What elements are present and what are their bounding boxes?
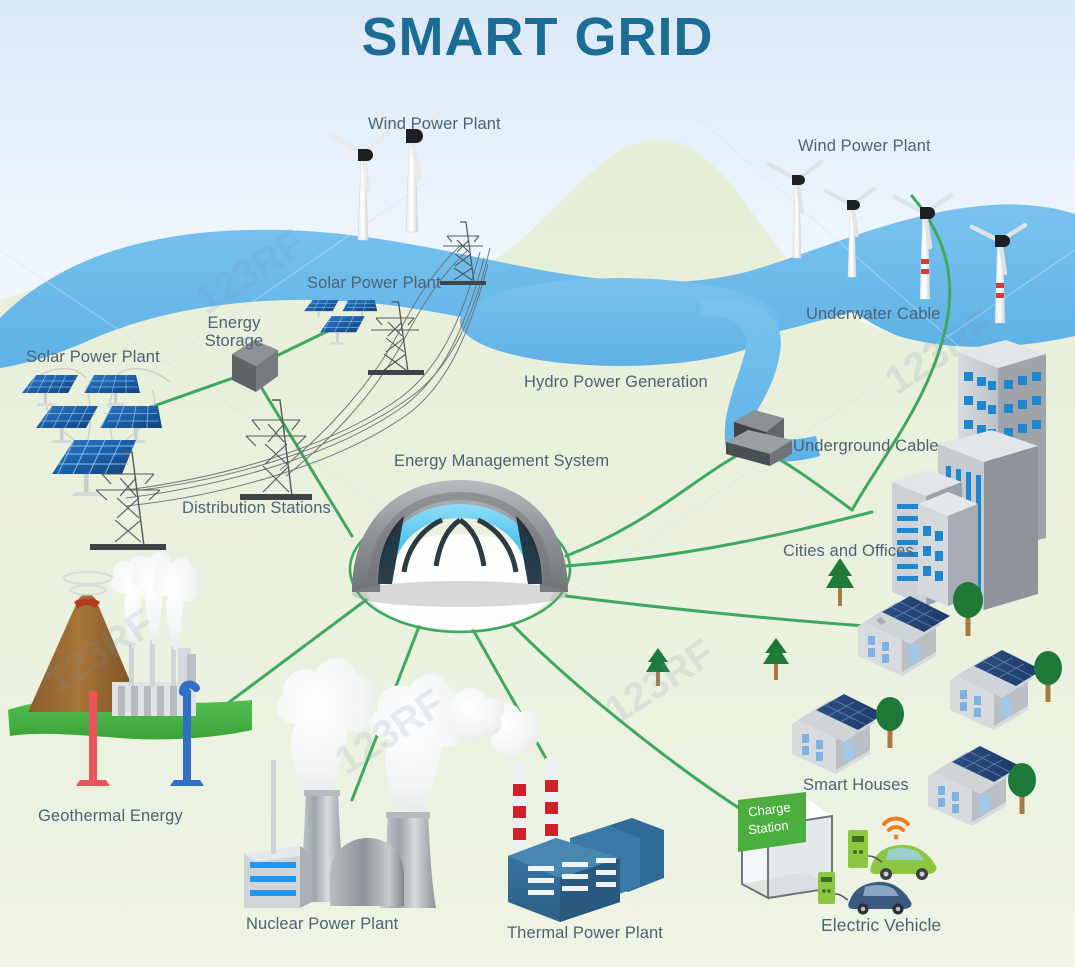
label-wind-power-plant-right: Wind Power Plant xyxy=(798,137,931,155)
tree xyxy=(763,638,789,680)
label-solar-power-plant-upper: Solar Power Plant xyxy=(307,274,441,292)
ems-window-mullions xyxy=(401,517,519,573)
tree xyxy=(1034,651,1062,702)
link-ems-to-smart-houses xyxy=(564,594,868,628)
tree xyxy=(953,582,983,636)
office-building xyxy=(918,492,978,606)
transmission-tower xyxy=(245,399,307,497)
thermal-power-plant xyxy=(445,687,664,922)
smart-house xyxy=(928,746,1020,826)
electric-vehicle-green xyxy=(870,844,937,880)
nuclear-mast xyxy=(271,760,276,854)
smart-house xyxy=(792,694,884,774)
wind-turbine xyxy=(766,159,824,259)
label-hydro-power-generation: Hydro Power Generation xyxy=(524,373,708,391)
label-nuclear-power-plant: Nuclear Power Plant xyxy=(246,915,399,933)
label-thermal-power-plant: Thermal Power Plant xyxy=(507,924,663,942)
volcano-smoke-rings xyxy=(62,570,114,596)
power-lines xyxy=(125,243,491,507)
wind-turbine xyxy=(969,222,1028,324)
wind-power-plant-left-group xyxy=(328,107,445,241)
chimney-smoke xyxy=(445,687,541,760)
cooling-tower-steam xyxy=(276,658,470,812)
link-solar-upper-to-storage xyxy=(266,328,332,362)
wind-turbine xyxy=(373,107,445,233)
charging-post xyxy=(848,830,883,868)
label-solar-power-plant-left: Solar Power Plant xyxy=(26,348,160,366)
link-ems-to-cities xyxy=(564,510,874,568)
solar-panel-group xyxy=(22,374,162,496)
solar-power-plant-left xyxy=(22,367,171,496)
link-storage-to-ems xyxy=(256,380,354,538)
charge-station-sign xyxy=(738,792,806,852)
label-geothermal-energy: Geothermal Energy xyxy=(38,807,183,825)
tree xyxy=(646,648,670,686)
hydro-river-shape xyxy=(700,299,820,462)
transmission-tower xyxy=(443,221,483,283)
wind-turbine xyxy=(824,187,876,278)
tower-base xyxy=(440,281,486,285)
energy-storage-unit xyxy=(232,340,278,392)
nuclear-control-building xyxy=(244,846,312,908)
tree xyxy=(1008,763,1036,814)
link-ems-to-charge-station xyxy=(510,622,744,812)
geothermal-stacks xyxy=(110,551,201,686)
sea-right-shape xyxy=(835,209,1075,347)
tree xyxy=(826,558,854,606)
charge-station-group xyxy=(738,792,937,915)
steam-plume xyxy=(110,551,201,650)
tree xyxy=(876,697,904,748)
label-energy-storage: Energy Storage xyxy=(204,314,264,351)
tower-base xyxy=(240,494,312,500)
cities-and-offices xyxy=(892,340,1046,610)
solar-power-plant-upper xyxy=(304,299,378,345)
label-distribution-stations: Distribution Stations xyxy=(182,499,331,517)
geothermal-energy-plant xyxy=(8,551,252,786)
volcano-shape xyxy=(28,594,132,712)
label-smart-houses: Smart Houses xyxy=(803,776,909,794)
wind-turbine xyxy=(328,128,392,241)
label-wind-power-plant-left: Wind Power Plant xyxy=(368,115,501,133)
link-ems-to-geothermal xyxy=(214,598,368,714)
label-cities-and-offices: Cities and Offices xyxy=(783,542,914,560)
transmission-network xyxy=(90,221,491,550)
thermal-building xyxy=(508,818,664,922)
nuclear-power-plant xyxy=(244,658,470,908)
energy-management-system xyxy=(348,480,572,634)
smart-house xyxy=(858,596,950,676)
charging-post xyxy=(818,872,849,904)
wifi-icon xyxy=(882,816,910,840)
hydro-power-station xyxy=(726,410,792,466)
tower-base xyxy=(368,370,424,375)
smart-houses-group xyxy=(646,558,1062,826)
page-title: SMART GRID xyxy=(361,7,714,67)
ems-glass-band xyxy=(378,504,542,584)
wind-power-plant-right-group xyxy=(766,159,1028,324)
smart-house xyxy=(950,650,1042,730)
tower-base xyxy=(90,544,166,550)
charge-station-canopy xyxy=(738,792,833,900)
link-hydro-to-cities xyxy=(850,324,948,512)
reactor-dome xyxy=(330,838,404,906)
geothermal-pipes xyxy=(76,680,204,786)
label-electric-vehicle: Electric Vehicle xyxy=(821,915,942,935)
electric-vehicle-blue xyxy=(848,881,912,915)
label-underwater-cable: Underwater Cable xyxy=(806,305,941,323)
hydro-lake-shape xyxy=(460,278,780,366)
wind-turbine xyxy=(892,192,954,300)
label-energy-management-system: Energy Management System xyxy=(394,452,610,470)
label-underground-cable: Underground Cable xyxy=(793,437,939,455)
